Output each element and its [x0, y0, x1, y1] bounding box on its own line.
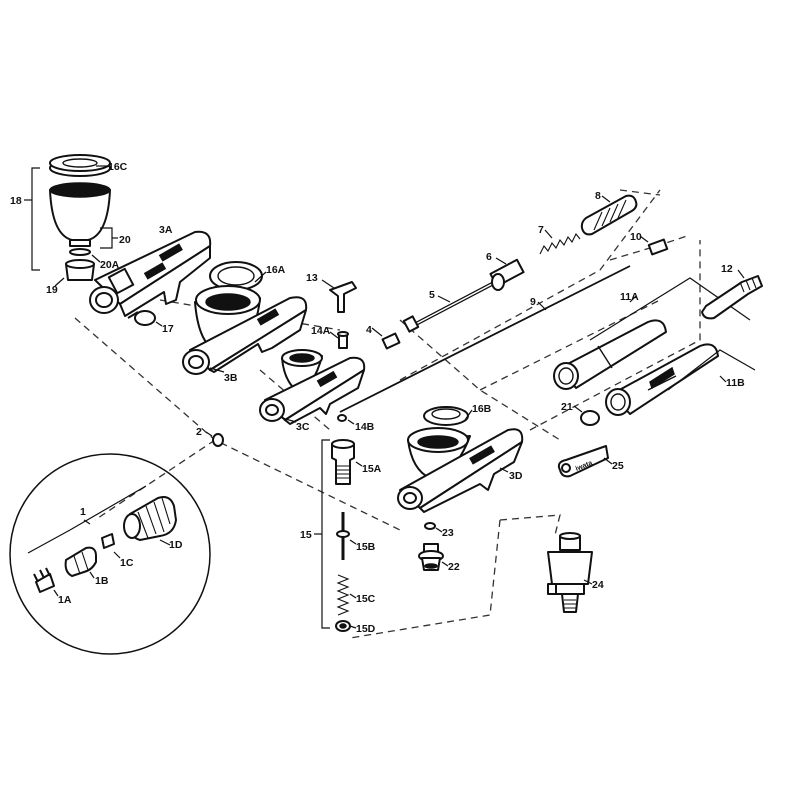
- label-13: 13: [306, 272, 318, 284]
- spring-guide-6: [489, 258, 525, 291]
- valve-spring-15c: [336, 574, 350, 616]
- nozzle-cap-1d: [123, 496, 177, 541]
- label-15a: 15A: [362, 463, 382, 475]
- label-24: 24: [592, 579, 604, 591]
- label-15d: 15D: [356, 623, 376, 635]
- label-11a: 11A: [620, 291, 639, 303]
- needle-9: [339, 265, 631, 413]
- body-3a: [89, 230, 212, 317]
- label-17: 17: [162, 323, 174, 335]
- label-14b: 14B: [355, 421, 375, 433]
- label-16a: 16A: [266, 264, 286, 276]
- wrench-25: iwata: [557, 445, 609, 478]
- needle-chucking-guide-4: [381, 332, 401, 350]
- label-7: 7: [538, 224, 544, 236]
- label-20a: 20A: [100, 259, 120, 271]
- label-9: 9: [530, 296, 536, 308]
- spring-7: [539, 232, 581, 255]
- label-16c: 16C: [108, 161, 128, 173]
- label-1a: 1A: [58, 594, 72, 606]
- nozzle-cap-1b: [64, 546, 97, 577]
- label-21: 21: [561, 401, 573, 413]
- label-12: 12: [721, 263, 733, 275]
- label-23: 23: [442, 527, 454, 539]
- moisture-filter-24: [547, 532, 593, 613]
- label-3c: 3C: [296, 421, 310, 433]
- label-15c: 15C: [356, 593, 376, 605]
- label-18: 18: [10, 195, 22, 207]
- label-16b: 16B: [472, 403, 492, 415]
- spring-case-8: [580, 194, 638, 236]
- label-3b: 3B: [224, 372, 238, 384]
- label-22: 22: [448, 561, 460, 573]
- label-25: 25: [612, 460, 624, 472]
- valve-14a: [337, 331, 349, 349]
- valve-nut-15d: [335, 620, 351, 632]
- handle-cap-12: [701, 275, 763, 320]
- inset-circle: [9, 453, 211, 655]
- handle-11b: [605, 343, 719, 416]
- label-1d: 1D: [169, 539, 183, 551]
- label-1b: 1B: [95, 575, 109, 587]
- o-ring-21: [580, 410, 600, 426]
- label-8: 8: [595, 190, 601, 202]
- label-15: 15: [300, 529, 312, 541]
- valve-body-15a: [331, 439, 355, 485]
- label-10: 10: [630, 231, 642, 243]
- fluid-nozzle-10: [647, 238, 669, 256]
- body-3b: [182, 261, 308, 375]
- body-3c: [259, 349, 366, 425]
- crown-cap-1a: [33, 567, 55, 593]
- nozzle-1c: [101, 533, 115, 549]
- o-ring-23: [424, 522, 436, 530]
- label-14a: 14A: [311, 325, 331, 337]
- o-ring-14b: [337, 414, 347, 422]
- label-20: 20: [119, 234, 131, 246]
- label-3d: 3D: [509, 470, 523, 482]
- o-ring-20a: [69, 248, 91, 256]
- valve-assembly-22: [418, 543, 444, 571]
- label-3a: 3A: [159, 224, 173, 236]
- o-ring-2: [212, 433, 224, 447]
- trigger-13: [329, 281, 357, 313]
- label-15b: 15B: [356, 541, 376, 553]
- label-1c: 1C: [120, 557, 134, 569]
- screw-17: [127, 310, 156, 326]
- label-4: 4: [366, 324, 372, 336]
- label-1: 1: [80, 506, 86, 518]
- valve-stem-15b: [336, 512, 350, 560]
- label-11b: 11B: [726, 377, 745, 389]
- needle-chucking-nut-5: [402, 282, 493, 333]
- label-6: 6: [486, 251, 492, 263]
- cup-assembly-18: [49, 154, 111, 281]
- label-19: 19: [46, 284, 58, 296]
- part-labels: 1 1A 1B 1C 1D 2 3A 3B 3C 3D 4 5 6 7 8 9 …: [10, 161, 745, 635]
- handle-11a: [553, 319, 667, 390]
- label-2: 2: [196, 426, 202, 438]
- label-5: 5: [429, 289, 435, 301]
- body-3d: [397, 406, 524, 513]
